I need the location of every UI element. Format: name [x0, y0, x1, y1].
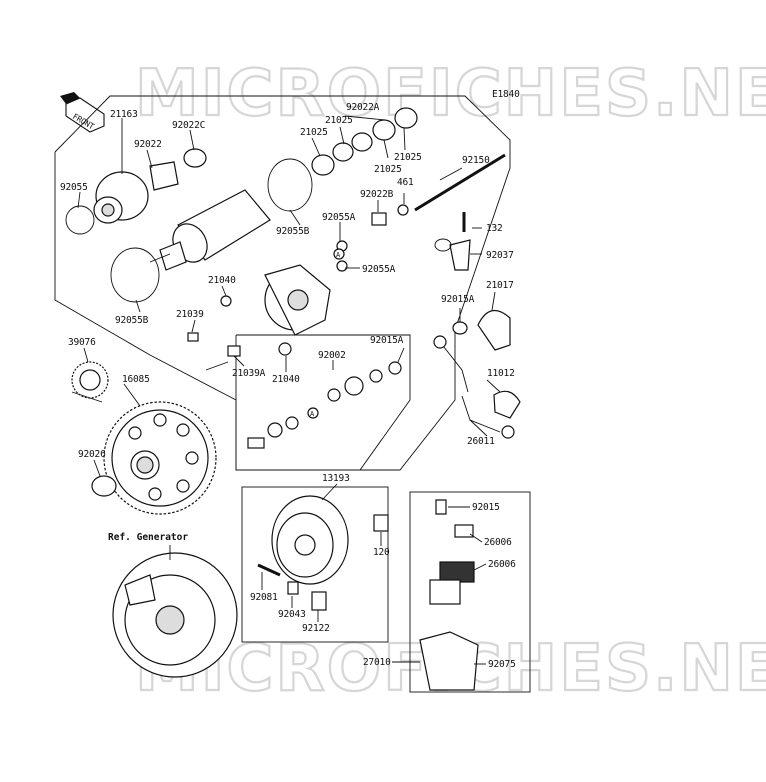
label-92022b: 92022B: [360, 189, 394, 200]
label-21163: 21163: [110, 109, 138, 120]
label-21039a: 21039A: [232, 368, 266, 379]
starter-clutch-box: [241, 486, 389, 643]
label-26006-a: 26006: [484, 537, 512, 548]
label-92081: 92081: [250, 592, 278, 603]
label-21025-b: 21025: [300, 127, 328, 138]
generator-rotor: [112, 552, 238, 678]
label-21039: 21039: [176, 309, 204, 320]
label-92122: 92122: [302, 623, 330, 634]
label-92055a-b: 92055A: [362, 264, 396, 275]
brush-21039: [187, 332, 199, 342]
label-92022a: 92022A: [346, 102, 380, 113]
label-92015: 92015: [472, 502, 500, 513]
o-ring-92055b-left: [110, 247, 160, 303]
cable-26011: [439, 341, 501, 433]
o-ring-92055: [65, 205, 95, 235]
spring-21040-a: [220, 295, 232, 307]
nut-92015: [435, 499, 447, 515]
shim-1: [311, 154, 335, 176]
shim-4: [372, 119, 396, 141]
shim-5: [394, 107, 418, 129]
washer-92022c: [183, 148, 207, 168]
bolt-120: [373, 514, 389, 532]
idle-gear-39076: [71, 361, 109, 403]
shim-2: [332, 142, 354, 162]
pin-92043: [287, 581, 299, 595]
label-92002: 92002: [318, 350, 346, 361]
label-11012: 11012: [487, 368, 515, 379]
starter-assembly-outline: [54, 95, 511, 471]
label-92150: 92150: [462, 155, 490, 166]
label-27010: 27010: [363, 657, 391, 668]
relay-holder-27010: [419, 631, 479, 691]
label-92055b-b: 92055B: [115, 315, 149, 326]
fuse-26006-a: [454, 524, 474, 538]
ref-marker-a-top: A: [333, 248, 345, 260]
boot-11012: [493, 390, 521, 419]
bracket-92037: [449, 239, 471, 271]
terminal-kit-parts: [247, 361, 402, 449]
diagram-code: E1840: [492, 89, 520, 100]
relay-box: [409, 491, 531, 693]
label-92026: 92026: [78, 449, 106, 460]
label-92043: 92043: [278, 609, 306, 620]
svg-text:A: A: [336, 251, 341, 259]
label-26006-b: 26006: [488, 559, 516, 570]
brush-kit-outline: [235, 334, 411, 471]
shim-3: [351, 132, 373, 152]
label-13193: 13193: [322, 473, 350, 484]
label-92055b-a: 92055B: [276, 226, 310, 237]
watermark-top: MICROFICHES.NET: [135, 57, 766, 131]
label-92055: 92055: [60, 182, 88, 193]
label-21040-b: 21040: [272, 374, 300, 385]
o-ring-small-2: [336, 260, 348, 272]
label-26011: 26011: [467, 436, 495, 447]
label-ref-generator: Ref. Generator: [108, 532, 188, 543]
label-92015a-a: 92015A: [441, 294, 475, 305]
label-92022: 92022: [134, 139, 162, 150]
terminal-cap-21017: [477, 309, 511, 351]
starter-relay-26006: [429, 561, 475, 605]
label-92037: 92037: [486, 250, 514, 261]
o-ring-92055b-top: [267, 158, 313, 212]
nut-461: [397, 204, 409, 216]
spring-92081: [257, 563, 281, 577]
brush-21039a: [227, 345, 241, 357]
svg-text:A: A: [310, 410, 315, 418]
label-16085: 16085: [122, 374, 150, 385]
label-39076: 39076: [68, 337, 96, 348]
label-132: 132: [486, 223, 503, 234]
washer-92026: [91, 475, 117, 497]
bracket-92022b: [371, 212, 387, 226]
label-92015a-b: 92015A: [370, 335, 404, 346]
label-92022c: 92022C: [172, 120, 205, 131]
label-21025-d: 21025: [394, 152, 422, 163]
starter-clutch-13193: [271, 495, 349, 585]
starter-end-cover: [93, 171, 149, 224]
label-21017: 21017: [486, 280, 514, 291]
label-120: 120: [373, 547, 390, 558]
label-461: 461: [397, 177, 414, 188]
brush-plate: [149, 161, 179, 191]
starter-yoke: [149, 189, 271, 271]
nut-92015a: [452, 321, 468, 335]
through-bolt: [414, 153, 506, 212]
ref-marker-a-bottom: A: [307, 407, 319, 419]
label-92075: 92075: [488, 659, 516, 670]
front-arrow-icon: FRONT: [60, 92, 105, 133]
starter-front-cover: [264, 264, 331, 336]
spring-21040-b: [278, 342, 292, 356]
label-21040-a: 21040: [208, 275, 236, 286]
label-21025-a: 21025: [325, 115, 353, 126]
starter-gear-16085: [103, 401, 217, 515]
roller-92122: [311, 591, 327, 611]
leader-lines: [77, 115, 501, 665]
label-21025-c: 21025: [374, 164, 402, 175]
label-92055a-a: 92055A: [322, 212, 356, 223]
